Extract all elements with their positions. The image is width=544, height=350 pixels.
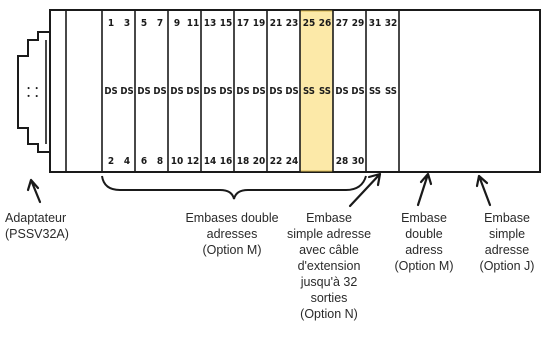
caption-single-j: Embase simple adresse (Option J)	[470, 210, 544, 274]
caption-single-ext-line: sorties	[310, 291, 348, 305]
base-type-label: DS	[186, 86, 199, 97]
base-address-label: 25	[303, 18, 316, 29]
base-type-label: DS	[120, 86, 133, 97]
base-type-label: DS	[153, 86, 166, 97]
base-address-label: 22	[270, 156, 283, 167]
base-address-label: 14	[204, 156, 217, 167]
base-address-label: 15	[220, 18, 233, 29]
manifold-body	[49, 9, 541, 173]
base-address-label: 26	[319, 18, 332, 29]
caption-adapter-line: (PSSV32A)	[5, 227, 69, 241]
caption-single-j-line: Embase	[484, 211, 530, 225]
base-address-label: 21	[270, 18, 283, 29]
base-type-label: SS	[303, 86, 315, 97]
base-address-label: 31	[369, 18, 382, 29]
base-address-label: 29	[352, 18, 365, 29]
base-type-label: DS	[285, 86, 298, 97]
base-address-label: 8	[157, 156, 163, 167]
base-address-label: 12	[187, 156, 200, 167]
caption-adapter: Adaptateur (PSSV32A)	[5, 210, 69, 242]
base-type-label: DS	[335, 86, 348, 97]
base-address-label: 9	[174, 18, 180, 29]
caption-double-single-line: (Option M)	[394, 259, 454, 273]
base-address-label: 32	[385, 18, 398, 29]
caption-double-single-line: double	[405, 227, 443, 241]
base-type-label: DS	[170, 86, 183, 97]
base-address-label: 23	[286, 18, 299, 29]
base-address-label: 1	[108, 18, 114, 29]
brace-double-group	[101, 175, 367, 200]
base-type-label: DS	[236, 86, 249, 97]
caption-single-ext-line: d'extension	[297, 259, 361, 273]
caption-double-single: Embase double adress (Option M)	[384, 210, 464, 274]
base-type-label: SS	[319, 86, 331, 97]
base-address-label: 27	[336, 18, 349, 29]
caption-adapter-line: Adaptateur	[5, 211, 67, 225]
base-address-label: 20	[253, 156, 266, 167]
arrow-double-single	[416, 172, 433, 207]
base-address-label: 3	[124, 18, 130, 29]
base-address-label: 4	[124, 156, 130, 167]
caption-single-j-line: adresse	[484, 243, 530, 257]
base-address-label: 19	[253, 18, 266, 29]
caption-double-group-line: Embases double	[185, 211, 279, 225]
caption-single-ext-line: simple adresse	[286, 227, 372, 241]
base-address-label: 7	[157, 18, 163, 29]
base-address-label: 24	[286, 156, 299, 167]
base-address-label: 30	[352, 156, 365, 167]
caption-single-ext-line: avec câble	[299, 243, 359, 257]
caption-double-single-line: adress	[405, 243, 443, 257]
arrow-single-ext	[348, 172, 382, 208]
base-address-label: 6	[141, 156, 147, 167]
caption-single-ext: Embase simple adresse avec câble d'exten…	[276, 210, 382, 322]
arrow-single-j	[475, 174, 492, 207]
caption-single-j-line: simple	[488, 227, 526, 241]
base-type-label: DS	[137, 86, 150, 97]
base-type-label: DS	[269, 86, 282, 97]
base-address-label: 13	[204, 18, 217, 29]
caption-single-ext-line: jusqu'à 32	[300, 275, 358, 289]
adapter-grip-icon: ⸬	[24, 87, 39, 98]
base-type-label: SS	[369, 86, 381, 97]
base-address-label: 11	[187, 18, 200, 29]
caption-double-group-line: adresses	[206, 227, 258, 241]
base-address-label: 18	[237, 156, 250, 167]
base-type-label: DS	[351, 86, 364, 97]
caption-double-group: Embases double adresses (Option M)	[170, 210, 294, 258]
base-address-label: 10	[171, 156, 184, 167]
base-type-label: DS	[104, 86, 117, 97]
base-address-label: 5	[141, 18, 147, 29]
base-type-label: DS	[219, 86, 232, 97]
caption-double-single-line: Embase	[401, 211, 447, 225]
caption-double-group-line: (Option M)	[202, 243, 262, 257]
base-address-label: 17	[237, 18, 250, 29]
caption-single-ext-line: (Option N)	[300, 307, 358, 321]
base-type-label: DS	[203, 86, 216, 97]
base-address-label: 2	[108, 156, 114, 167]
caption-single-ext-line: Embase	[306, 211, 352, 225]
base-type-label: SS	[385, 86, 397, 97]
base-address-label: 28	[336, 156, 349, 167]
adapter-bracket	[17, 10, 51, 172]
base-address-label: 16	[220, 156, 233, 167]
caption-single-j-line: (Option J)	[479, 259, 535, 273]
base-type-label: DS	[252, 86, 265, 97]
arrow-adapter	[26, 178, 42, 204]
